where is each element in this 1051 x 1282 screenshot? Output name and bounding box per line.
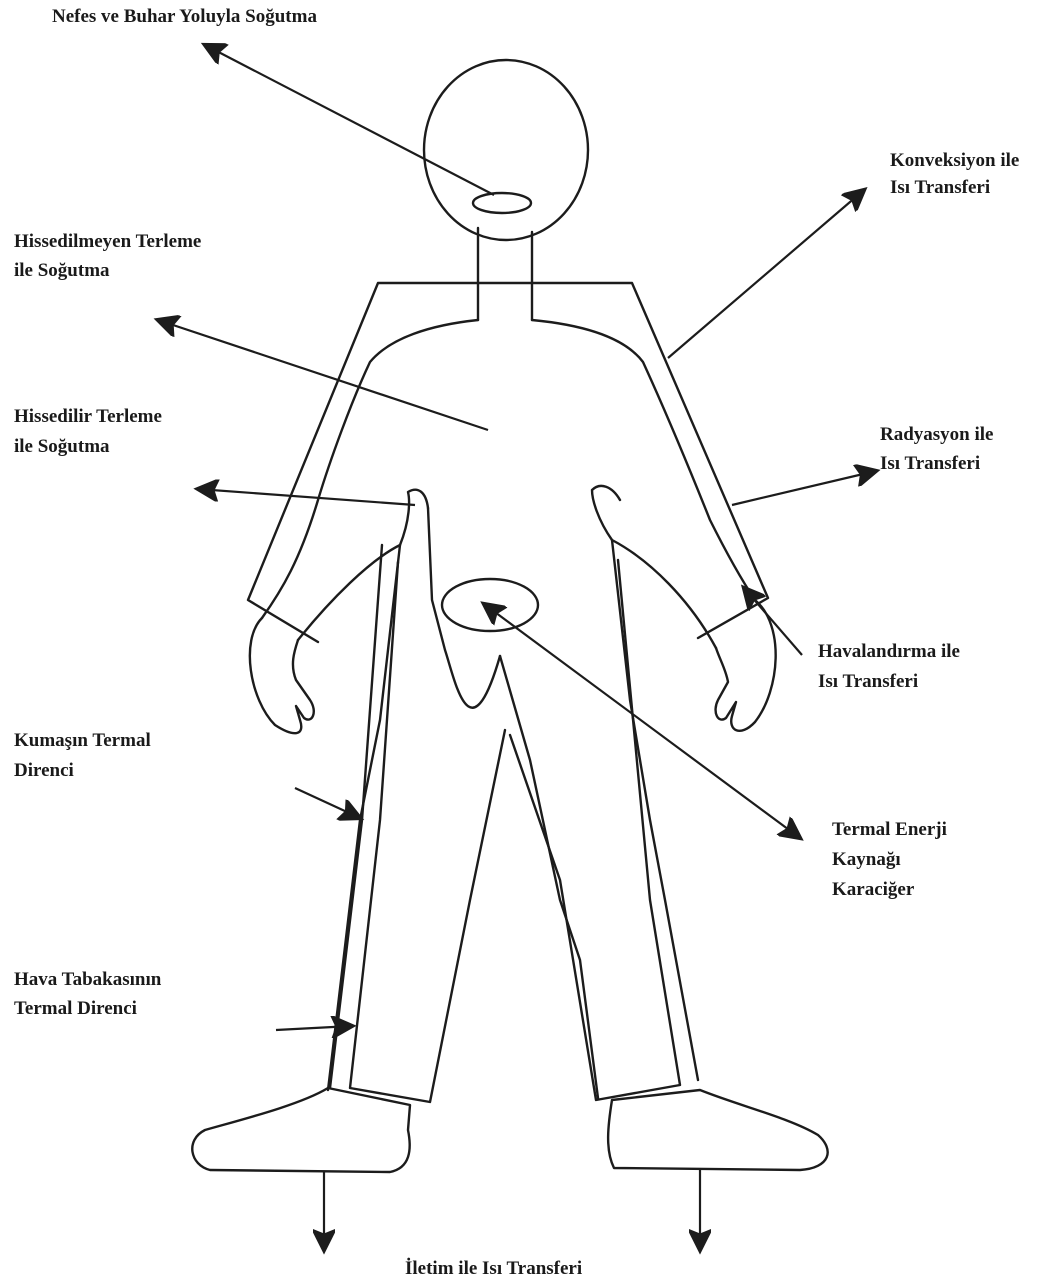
label-thermal-line2: Kaynağı: [832, 849, 901, 870]
neck: [478, 228, 532, 320]
label-thermal-line1: Termal Enerji: [832, 819, 947, 840]
label-ventilation-line1: Havalandırma ile: [818, 641, 960, 662]
label-breath-vapor: Nefes ve Buhar Yoluyla Soğutma: [52, 6, 317, 27]
sensible-arrow: [198, 489, 415, 505]
label-fabric-line1: Kumaşın Termal: [14, 730, 151, 751]
left-trouser-inner: [350, 562, 505, 1102]
right-shoe: [608, 1090, 828, 1170]
radiation-arrow: [732, 471, 876, 505]
ventilation-arrow: [744, 588, 802, 655]
label-conduction: İletim ile Isı Transferi: [405, 1258, 582, 1279]
mouth: [473, 193, 531, 213]
left-shoe: [192, 1088, 410, 1172]
right-leg-inner: [500, 656, 598, 1098]
label-fabric-line2: Direnci: [14, 760, 74, 781]
left-inner-arm: [298, 490, 428, 640]
label-radiation-line2: Isı Transferi: [880, 453, 980, 474]
label-air-layer-line1: Hava Tabakasının: [14, 969, 162, 990]
labels: Nefes ve Buhar Yoluyla Soğutma Konveksiy…: [14, 6, 1019, 1279]
right-inner-arm: [592, 486, 716, 648]
label-air-layer-line2: Termal Direnci: [14, 998, 137, 1019]
insensible-arrow: [158, 320, 488, 430]
breath-arrow: [205, 45, 494, 195]
convection-arrow: [668, 190, 864, 358]
label-radiation-line1: Radyasyon ile: [880, 424, 994, 445]
left-hand: [250, 618, 314, 733]
arrows: [158, 45, 876, 1250]
label-ventilation-line2: Isı Transferi: [818, 671, 918, 692]
air-layer-arrow: [276, 1026, 352, 1030]
label-sensible-line2: ile Soğutma: [14, 436, 110, 457]
label-insensible-line1: Hissedilmeyen Terleme: [14, 231, 201, 252]
human-figure: [192, 60, 827, 1172]
liver: [442, 579, 538, 631]
label-thermal-line3: Karaciğer: [832, 879, 915, 900]
label-convection-line1: Konveksiyon ile: [890, 150, 1019, 171]
label-convection-line2: Isı Transferi: [890, 177, 990, 198]
right-hand: [716, 600, 776, 731]
label-insensible-line2: ile Soğutma: [14, 260, 110, 281]
label-sensible-line1: Hissedilir Terleme: [14, 406, 162, 427]
body-torso-outline-right: [532, 320, 755, 600]
garment-outer-outline: [248, 283, 768, 642]
fabric-resistance-arrow: [295, 788, 360, 818]
